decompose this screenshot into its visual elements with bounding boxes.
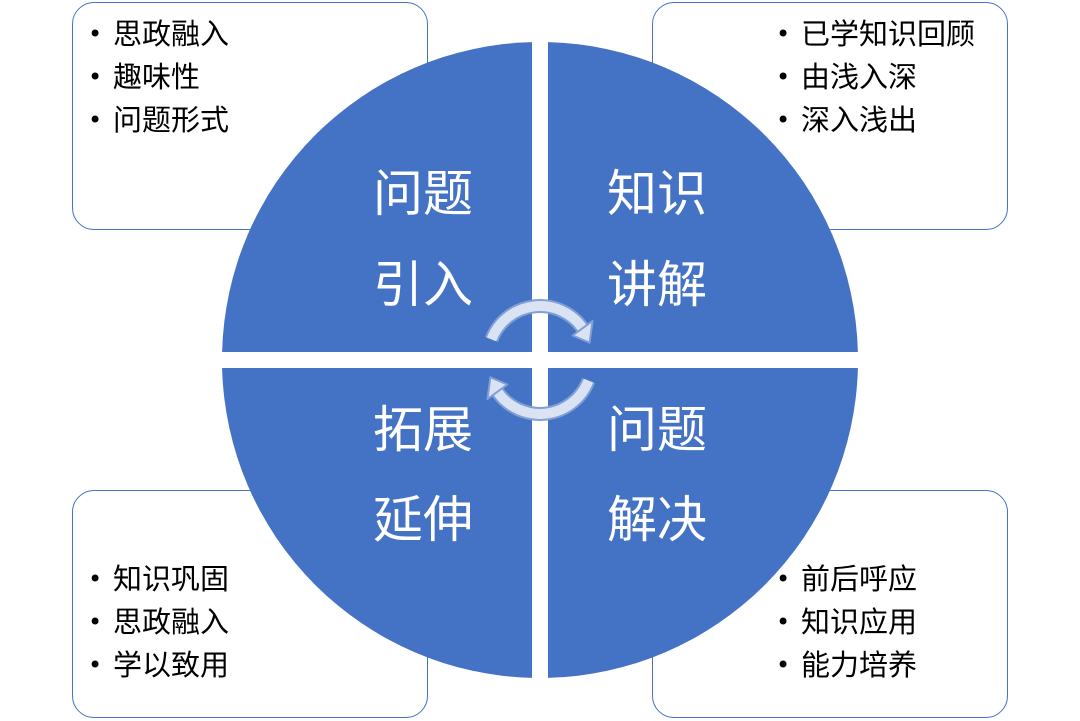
circular-arrows-icon — [484, 299, 596, 421]
bottom-left-bullet-list: 知识巩固 思政融入 学以致用 — [88, 558, 229, 687]
list-item: 思政融入 — [88, 601, 229, 644]
quadrant-bottom-left-label-line-1: 拓展 — [373, 401, 473, 459]
list-item: 学以致用 — [88, 644, 229, 687]
quadrant-bottom-right-label-line-1: 问题 — [607, 401, 707, 459]
top-right-bullet-list: 已学知识回顾 由浅入深 深入浅出 — [776, 13, 975, 142]
list-item: 前后呼应 — [776, 558, 917, 601]
bottom-right-bullet-list: 前后呼应 知识应用 能力培养 — [776, 558, 917, 687]
list-item: 深入浅出 — [776, 99, 975, 142]
list-item: 趣味性 — [88, 56, 229, 99]
list-item: 知识应用 — [776, 601, 917, 644]
bottom-cycle-arrow-icon — [486, 376, 596, 421]
quadrant-top-right-label-line-2: 讲解 — [607, 256, 707, 314]
top-left-bullet-list: 思政融入 趣味性 问题形式 — [88, 13, 229, 142]
top-cycle-arrow-icon — [484, 299, 594, 344]
list-item: 知识巩固 — [88, 558, 229, 601]
list-item: 思政融入 — [88, 13, 229, 56]
list-item: 已学知识回顾 — [776, 13, 975, 56]
list-item: 由浅入深 — [776, 56, 975, 99]
list-item: 问题形式 — [88, 99, 229, 142]
list-item: 能力培养 — [776, 644, 917, 687]
quadrant-top-left-label-line-2: 引入 — [373, 256, 473, 314]
